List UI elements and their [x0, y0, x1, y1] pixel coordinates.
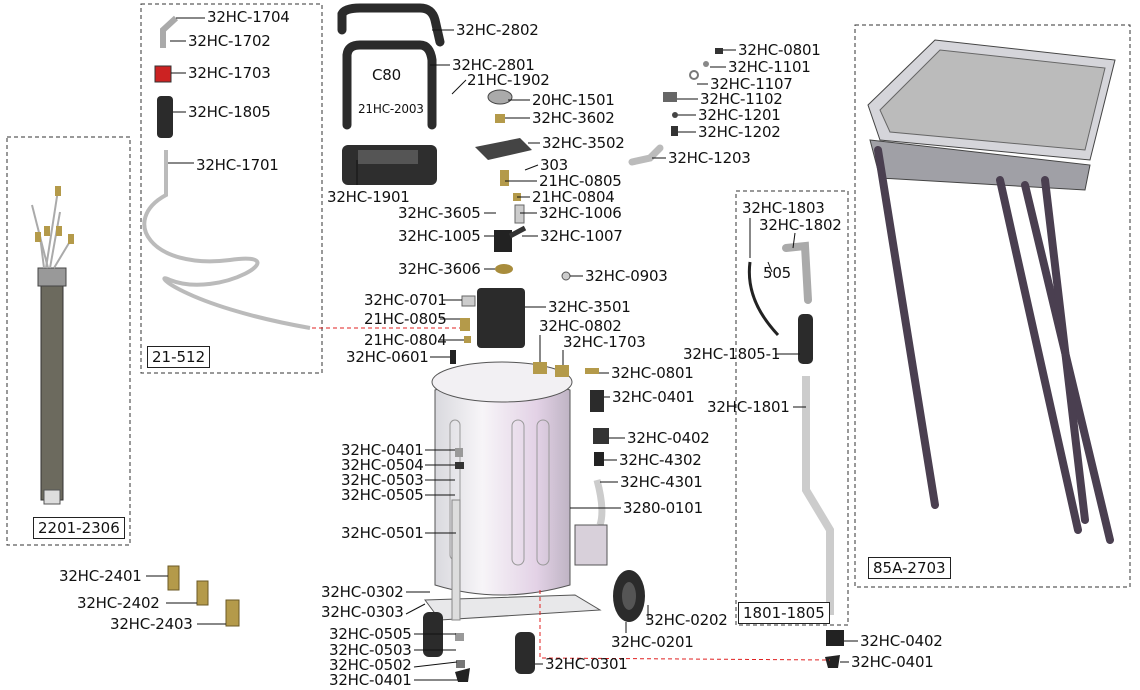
leader-lines — [146, 17, 858, 681]
group-label-suction-kit: 1801-1805 — [738, 602, 830, 624]
group-box-hose-kit — [140, 3, 323, 374]
part-number-label: 32HC-0801 — [738, 41, 821, 59]
part-number-label: 32HC-1203 — [668, 149, 751, 167]
part-number-label: 32HC-0601 — [346, 348, 429, 366]
part-number-label: 21HC-2003 — [358, 102, 424, 116]
part-number-label: 3280-0101 — [623, 499, 703, 517]
group-label-hose-kit: 21-512 — [147, 346, 211, 368]
part-number-label: 32HC-1701 — [196, 156, 279, 174]
part-number-label: 505 — [763, 264, 792, 282]
callout-links — [312, 327, 831, 661]
part-number-label: 21HC-0805 — [539, 172, 622, 190]
part-number-label: 32HC-3605 — [398, 204, 481, 222]
part-number-label: 32HC-0903 — [585, 267, 668, 285]
part-number-label: 32HC-1107 — [710, 75, 793, 93]
part-number-label: 32HC-0801 — [611, 364, 694, 382]
part-number-label: 32HC-2401 — [59, 567, 142, 585]
part-number-label: 21HC-0805 — [364, 310, 447, 328]
part-number-label: 32HC-0701 — [364, 291, 447, 309]
part-number-label: 32HC-0302 — [321, 583, 404, 601]
part-number-label: 32HC-3606 — [398, 260, 481, 278]
part-number-label: 32HC-0504 — [341, 456, 424, 474]
probe-assembly — [31, 186, 74, 505]
part-number-label: 32HC-1704 — [207, 8, 290, 26]
part-number-label: 32HC-1801 — [707, 398, 790, 416]
part-number-label: 32HC-1805-1 — [683, 345, 781, 363]
part-number-label: 32HC-1802 — [759, 216, 842, 234]
part-number-label: 32HC-1201 — [698, 106, 781, 124]
hose-assembly — [142, 15, 311, 330]
part-number-label: 32HC-0202 — [645, 611, 728, 629]
part-number-label: 32HC-4301 — [620, 473, 703, 491]
group-box-probe-kit — [6, 136, 131, 546]
part-number-label: 32HC-0505 — [329, 625, 412, 643]
part-number-label: 32HC-0402 — [860, 632, 943, 650]
drain-tray-assembly — [867, 39, 1116, 544]
group-label-probe-kit: 2201-2306 — [33, 517, 125, 539]
part-number-label: 21HC-1902 — [467, 71, 550, 89]
part-number-label: 32HC-2802 — [456, 21, 539, 39]
suction-assembly — [747, 241, 834, 615]
part-number-label: 32HC-0201 — [611, 633, 694, 651]
valve-stack — [475, 89, 571, 281]
part-number-label: 32HC-3501 — [548, 298, 631, 316]
part-number-label: 32HC-0301 — [545, 655, 628, 673]
quick-couplers — [167, 565, 240, 627]
handle-assembly — [337, 3, 445, 130]
part-number-label: 32HC-0401 — [341, 441, 424, 459]
part-number-label: 32HC-2801 — [452, 56, 535, 74]
part-number-label: 303 — [540, 156, 569, 174]
part-number-label: 32HC-1901 — [327, 188, 410, 206]
part-number-label: 32HC-2403 — [110, 615, 193, 633]
tank-cap — [477, 288, 525, 348]
part-number-label: 32HC-0401 — [851, 653, 934, 671]
group-box-suction-kit — [735, 190, 849, 626]
part-number-label: 32HC-1805 — [188, 103, 271, 121]
part-number-label: 32HC-1101 — [728, 58, 811, 76]
part-number-label: 32HC-0502 — [329, 656, 412, 674]
part-number-label: 32HC-1202 — [698, 123, 781, 141]
part-number-label: 32HC-1703 — [563, 333, 646, 351]
part-number-label: 32HC-0303 — [321, 603, 404, 621]
part-number-label: 20HC-1501 — [532, 91, 615, 109]
part-number-label: C80 — [372, 66, 401, 84]
part-number-label: 32HC-0401 — [329, 671, 412, 689]
part-number-label: 32HC-0503 — [341, 471, 424, 489]
part-number-label: 32HC-1005 — [398, 227, 481, 245]
part-number-label: 21HC-0804 — [364, 331, 447, 349]
part-number-label: 32HC-4302 — [619, 451, 702, 469]
part-number-label: 32HC-0802 — [539, 317, 622, 335]
part-number-label: 32HC-0402 — [627, 429, 710, 447]
part-number-label: 32HC-1006 — [539, 204, 622, 222]
part-number-label: 32HC-2402 — [77, 594, 160, 612]
part-number-label: 32HC-0503 — [329, 641, 412, 659]
part-number-label: 32HC-1703 — [188, 64, 271, 82]
group-label-drain-tray: 85A-2703 — [868, 557, 951, 579]
part-number-label: 32HC-1102 — [700, 90, 783, 108]
part-number-label: 32HC-0505 — [341, 486, 424, 504]
gun-fittings — [628, 48, 723, 166]
part-number-label: 32HC-1007 — [540, 227, 623, 245]
part-number-label: 32HC-3602 — [532, 109, 615, 127]
part-number-label: 21HC-0804 — [532, 188, 615, 206]
tank-assembly — [423, 288, 844, 682]
part-number-label: 32HC-1702 — [188, 32, 271, 50]
caster — [515, 632, 535, 674]
group-box-drain-tray — [854, 24, 1131, 588]
part-number-label: 32HC-1803 — [742, 199, 825, 217]
part-number-label: 32HC-3502 — [542, 134, 625, 152]
part-number-label: 32HC-0501 — [341, 524, 424, 542]
part-number-label: 32HC-0401 — [612, 388, 695, 406]
